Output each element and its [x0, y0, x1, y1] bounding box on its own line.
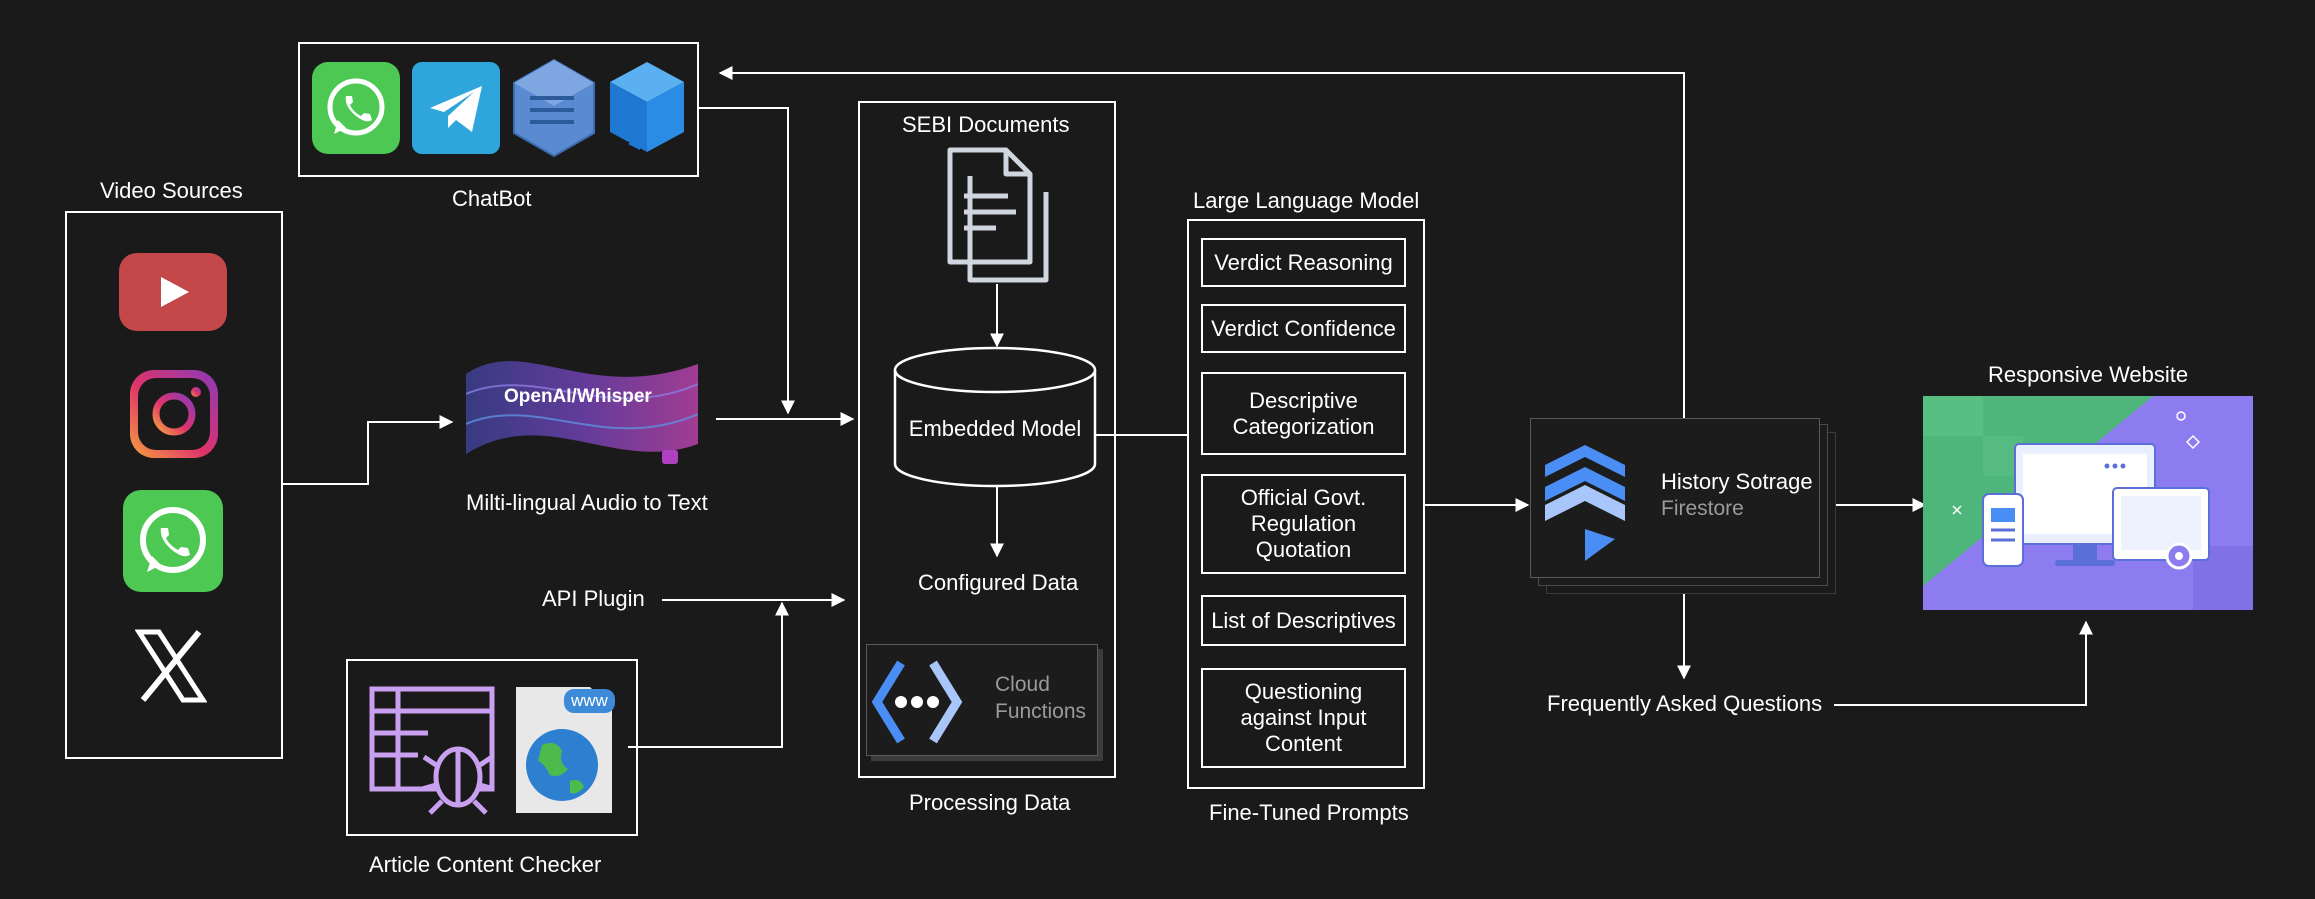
whisper-label: Milti-lingual Audio to Text	[466, 490, 708, 515]
whatsapp-icon	[312, 62, 400, 154]
history-storage-card: History Sotrage Firestore	[1530, 418, 1820, 578]
telegram-icon	[412, 62, 500, 154]
chatbot-box	[298, 42, 699, 177]
whatsapp-video-icon	[123, 490, 223, 592]
cloud-functions-card: Cloud Functions	[866, 644, 1098, 756]
cloud-functions-icon	[871, 659, 963, 745]
firestore-subtitle: Firestore	[1661, 497, 1744, 520]
article-checker-label: Article Content Checker	[369, 852, 602, 877]
faq-label: Frequently Asked Questions	[1547, 691, 1823, 716]
processing-data-box	[858, 101, 1116, 778]
prompt-official-govt-regulation: Official Govt. Regulation Quotation	[1201, 474, 1406, 574]
arrow-faq-to-website	[1834, 620, 2093, 706]
firestore-icon	[1541, 443, 1627, 565]
prompt-verdict-confidence: Verdict Confidence	[1201, 304, 1406, 353]
cloud-functions-label: Cloud Functions	[995, 673, 1087, 723]
processing-data-label: Processing Data	[909, 790, 1071, 815]
instagram-icon	[128, 368, 220, 460]
video-sources-label: Video Sources	[100, 178, 243, 203]
llm-label: Large Language Model	[1193, 188, 1420, 213]
www-badge: www	[564, 689, 615, 713]
whisper-logo-text: OpenAI/Whisper	[504, 386, 652, 407]
embedded-model-label: Embedded Model	[908, 416, 1082, 441]
prompt-questioning-input: Questioning against Input Content	[1201, 668, 1406, 768]
api-plugin-label: API Plugin	[542, 586, 645, 611]
article-checker-box: www	[346, 659, 638, 836]
video-sources-box	[65, 211, 283, 759]
openai-whisper-logo: OpenAI/Whisper	[465, 344, 699, 470]
document-icon	[946, 146, 1050, 284]
arrow-video-to-whisper	[283, 415, 454, 485]
web-scraper-bug-icon	[368, 685, 498, 815]
configured-data-label: Configured Data	[918, 570, 1079, 595]
youtube-icon	[119, 253, 227, 331]
prompt-list-of-descriptives: List of Descriptives	[1201, 595, 1406, 646]
website-globe-icon: www	[512, 685, 616, 815]
fine-tuned-prompts-label: Fine-Tuned Prompts	[1209, 800, 1409, 825]
history-storage-title: History Sotrage	[1661, 469, 1813, 494]
x-twitter-icon	[134, 628, 208, 704]
responsive-website-label: Responsive Website	[1988, 362, 2189, 387]
responsive-website-illustration	[1923, 396, 2253, 610]
prompt-verdict-reasoning: Verdict Reasoning	[1201, 238, 1406, 287]
chat-cube-icon	[606, 58, 688, 158]
arrow-chatbot-to-processing	[698, 107, 795, 415]
dialogflow-icon	[510, 58, 598, 158]
arrow-article-to-processing	[628, 601, 789, 748]
sebi-documents-label: SEBI Documents	[902, 112, 1070, 137]
embedded-model-cylinder: Embedded Model	[893, 346, 1097, 488]
llm-box	[1187, 219, 1425, 789]
chatbot-label: ChatBot	[452, 186, 532, 211]
prompt-descriptive-categorization: Descriptive Categorization	[1201, 372, 1406, 455]
